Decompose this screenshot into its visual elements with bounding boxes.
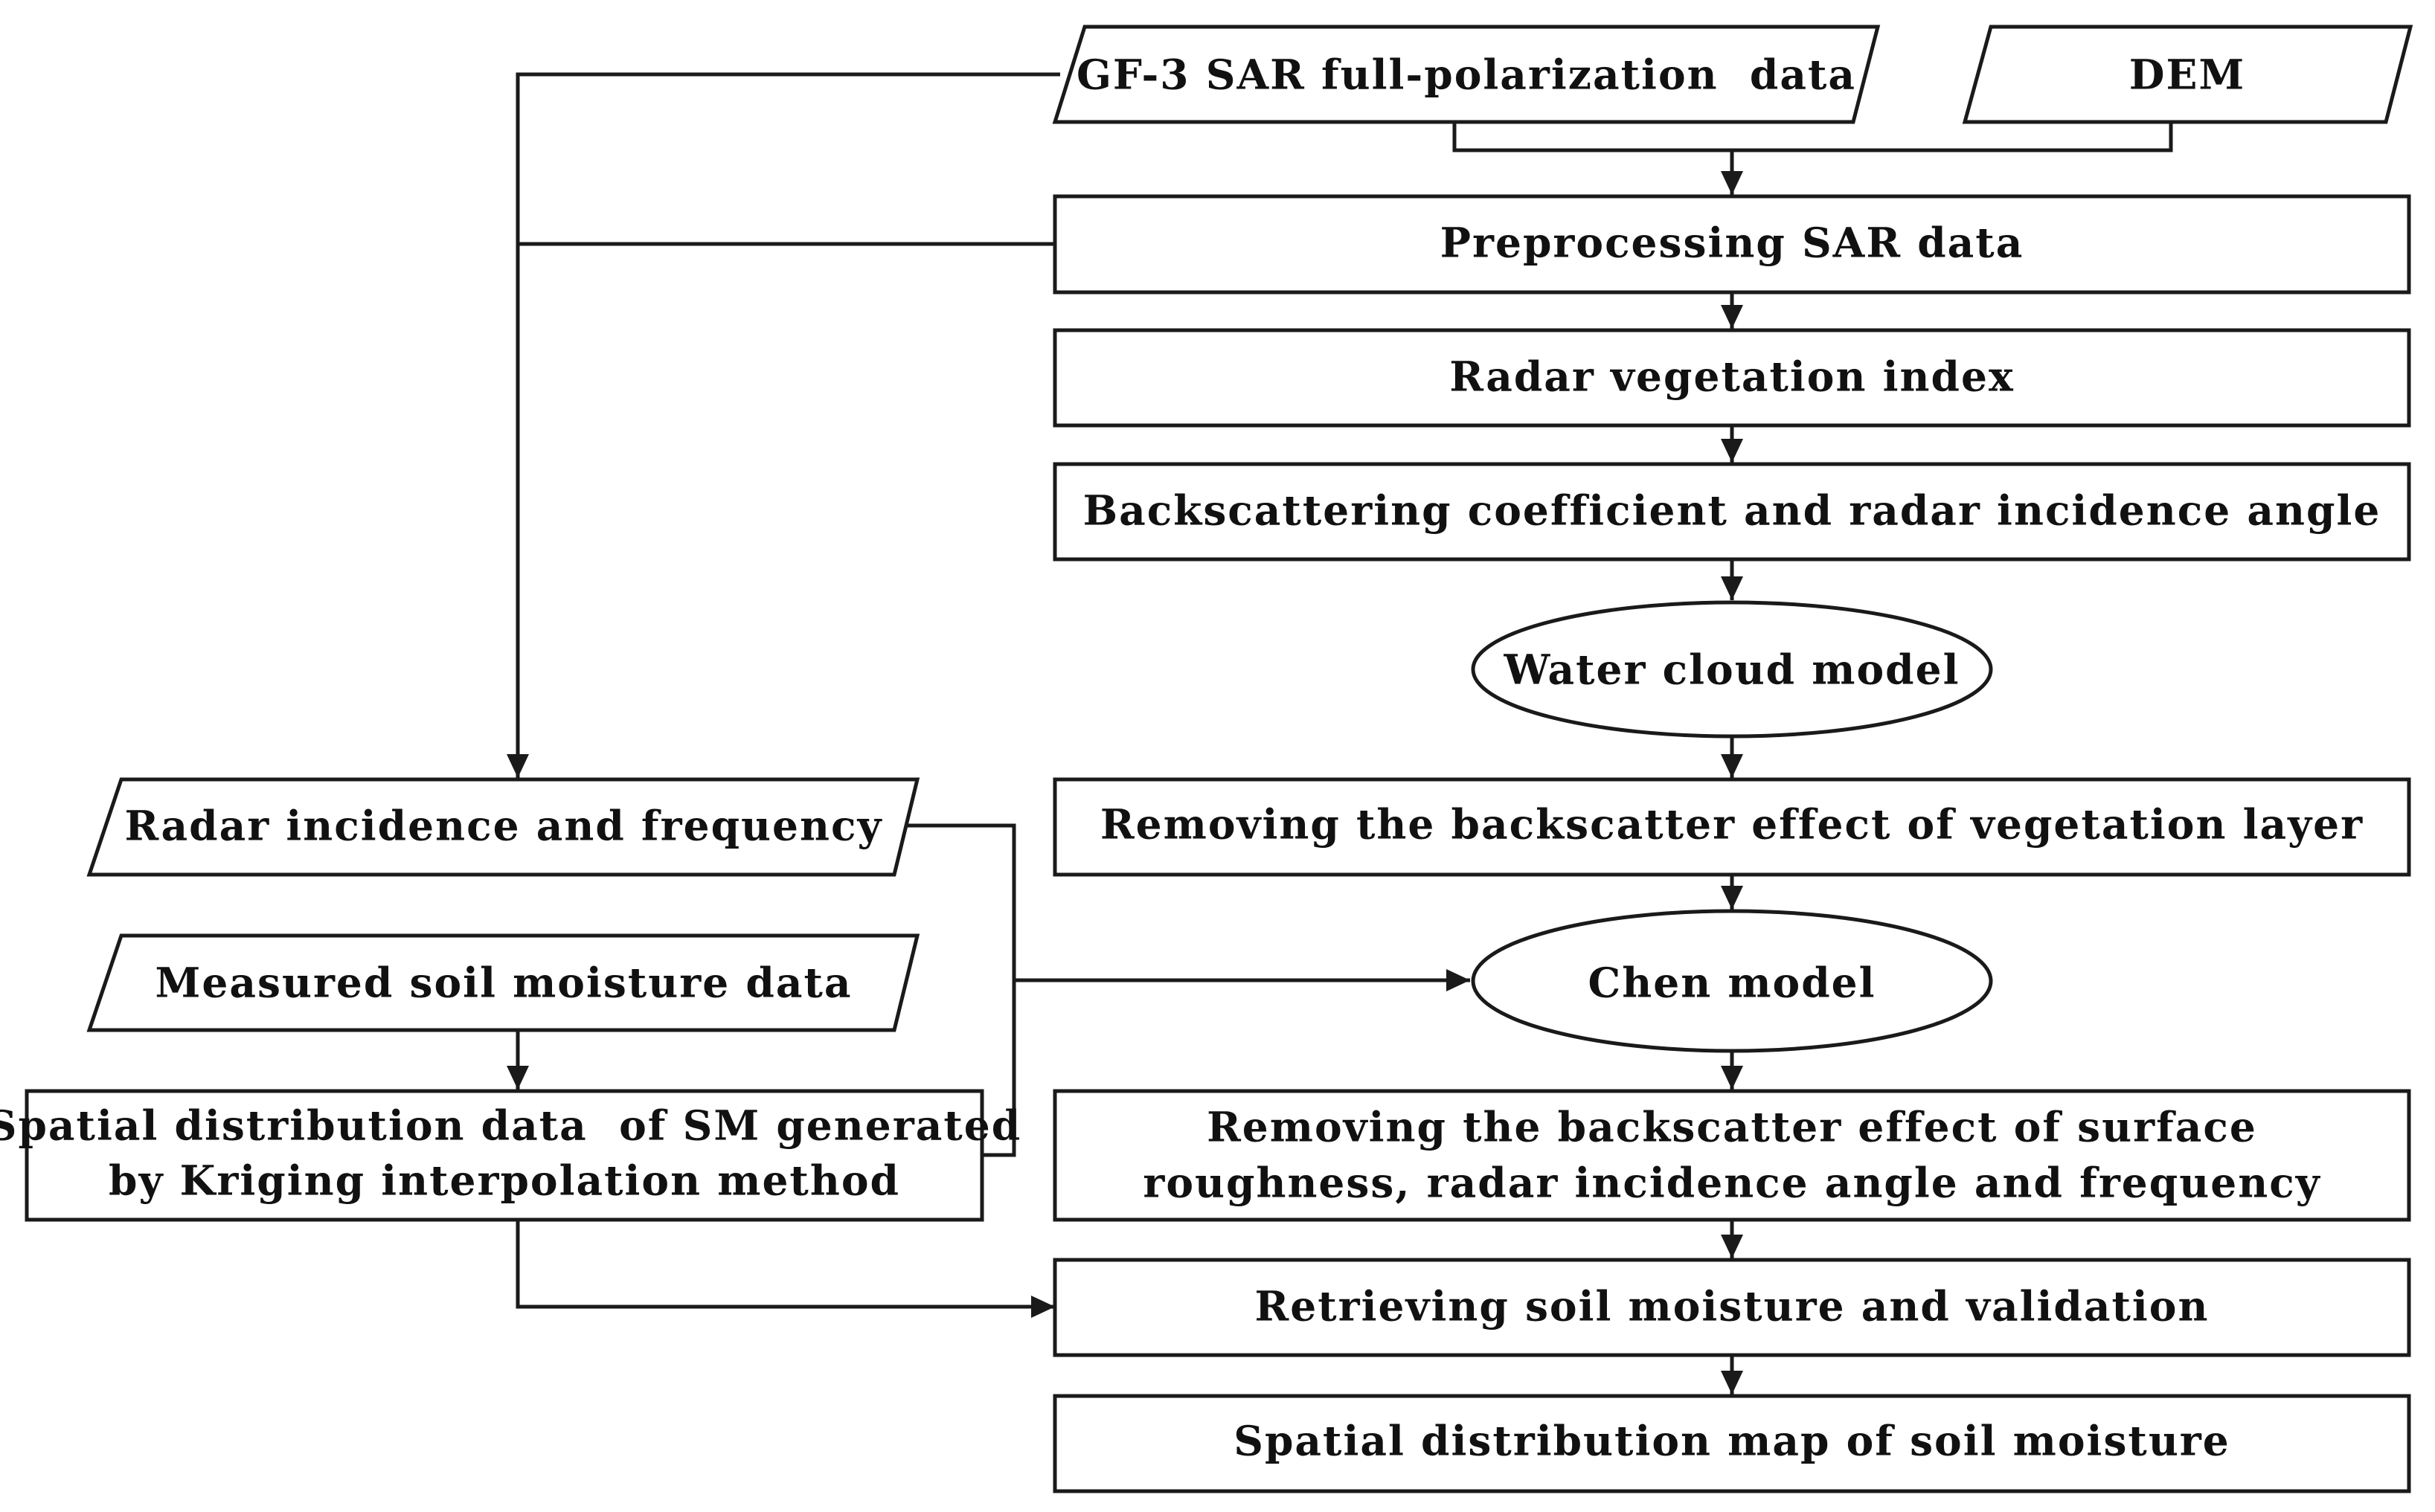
gf3-data-label: GF-3 SAR full-polarization data <box>1077 51 1856 99</box>
measured-soil-moisture-node: Measured soil moisture data <box>86 933 920 1032</box>
gf3-data-node: GF-3 SAR full-polarization data <box>1052 25 1881 124</box>
retrieving-label: Retrieving soil moisture and validation <box>1255 1282 2210 1331</box>
connectors <box>507 72 2173 1394</box>
backscatter-coefficient-node: Backscattering coefficient and radar inc… <box>1053 462 2411 562</box>
remove-vegetation-label: Removing the backscatter effect of veget… <box>1100 800 2364 849</box>
soil-moisture-map-node: Spatial distribution map of soil moistur… <box>1053 1394 2411 1493</box>
dem-node: DEM <box>1962 25 2413 124</box>
dem-label: DEM <box>2129 51 2246 99</box>
kriging-label-line1: Spatial distribution data of SM generate… <box>0 1101 1021 1150</box>
connector-gf3-to-radar-incidence <box>507 72 1060 778</box>
backscatter-coefficient-label: Backscattering coefficient and radar inc… <box>1083 486 2381 535</box>
remove-roughness-label-line2: roughness, radar incidence angle and fre… <box>1143 1159 2320 1207</box>
radar-incidence-frequency-node: Radar incidence and frequency <box>86 777 920 877</box>
remove-roughness-node: Removing the backscatter effect of surfa… <box>1053 1089 2411 1222</box>
measured-soil-moisture-label: Measured soil moisture data <box>155 959 852 1007</box>
chen-model-node: Chen model <box>1471 909 1993 1053</box>
chen-model-label: Chen model <box>1588 959 1876 1007</box>
rvi-node: Radar vegetation index <box>1053 328 2411 428</box>
retrieving-node: Retrieving soil moisture and validation <box>1053 1258 2411 1357</box>
rvi-label: Radar vegetation index <box>1449 353 2015 401</box>
remove-vegetation-node: Removing the backscatter effect of veget… <box>1053 777 2411 877</box>
connector-radar-incidence-to-chen-line <box>903 823 1016 1157</box>
arrow-kriging-to-retrieving <box>516 1220 1055 1318</box>
preprocessing-node: Preprocessing SAR data <box>1053 194 2411 295</box>
water-cloud-model-node: Water cloud model <box>1471 600 1993 739</box>
preprocessing-label: Preprocessing SAR data <box>1440 219 2024 267</box>
remove-roughness-label-line1: Removing the backscatter effect of surfa… <box>1207 1103 2257 1151</box>
connector-gf3-dem-merge <box>1452 122 2173 152</box>
kriging-label-line2: by Kriging interpolation method <box>109 1156 900 1205</box>
radar-incidence-frequency-label: Radar incidence and frequency <box>125 802 883 850</box>
kriging-node: Spatial distribution data of SM generate… <box>0 1089 1021 1222</box>
water-cloud-model-label: Water cloud model <box>1503 646 1960 694</box>
soil-moisture-map-label: Spatial distribution map of soil moistur… <box>1233 1417 2230 1465</box>
